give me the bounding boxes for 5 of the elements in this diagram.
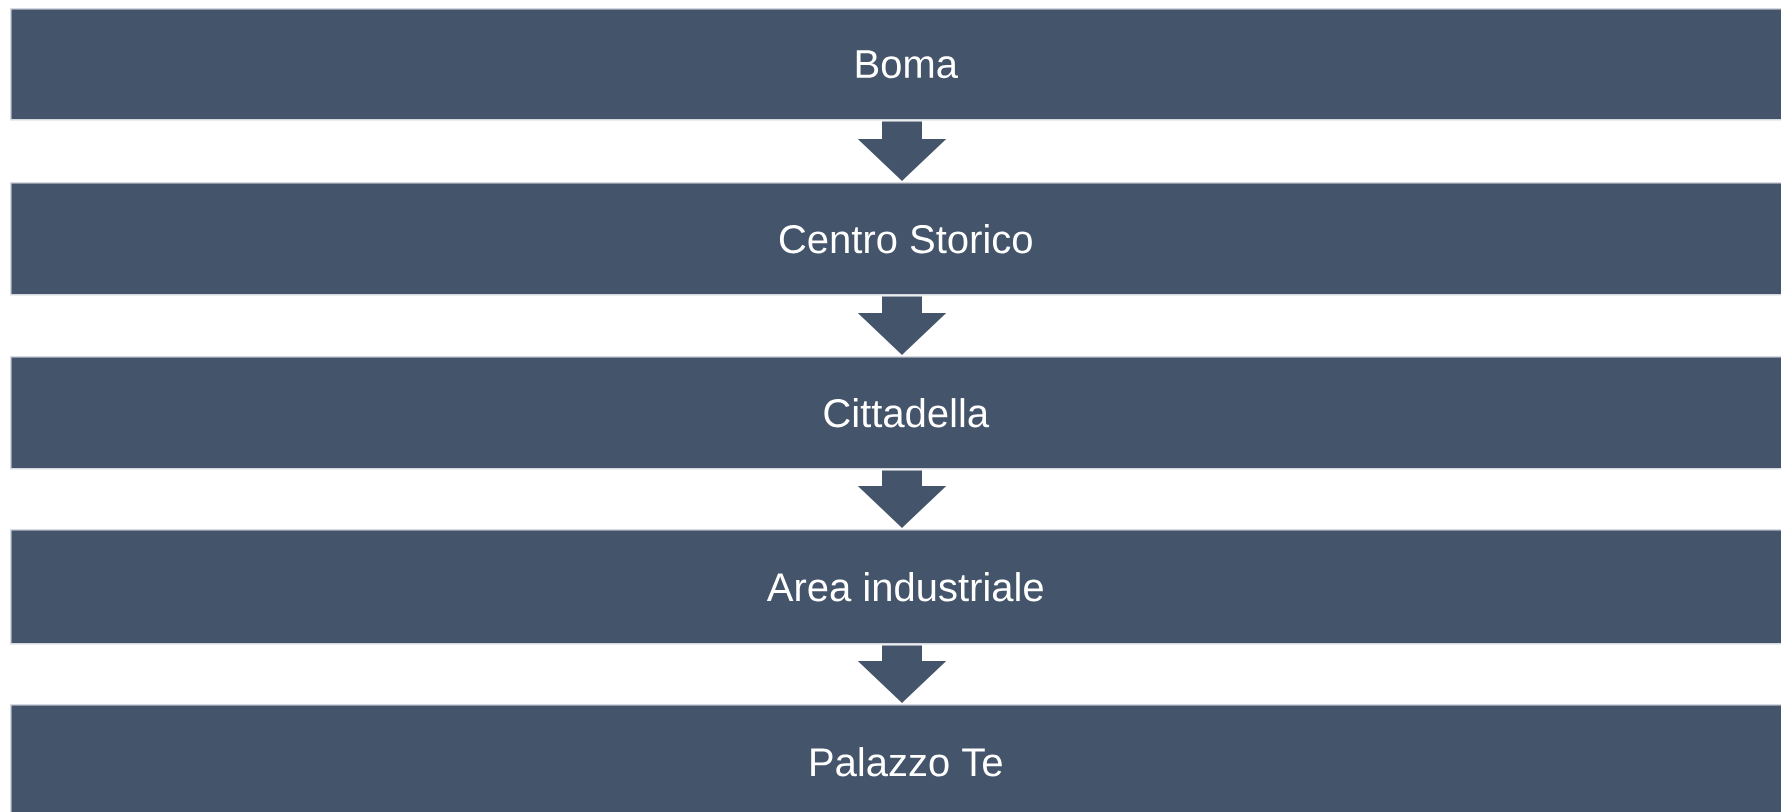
band-box: Area industriale xyxy=(10,529,1781,645)
band-box: Centro Storico xyxy=(10,182,1781,296)
band-box: Cittadella xyxy=(10,356,1781,470)
band-box: Boma xyxy=(10,8,1781,121)
band-box: Palazzo Te xyxy=(10,704,1781,812)
